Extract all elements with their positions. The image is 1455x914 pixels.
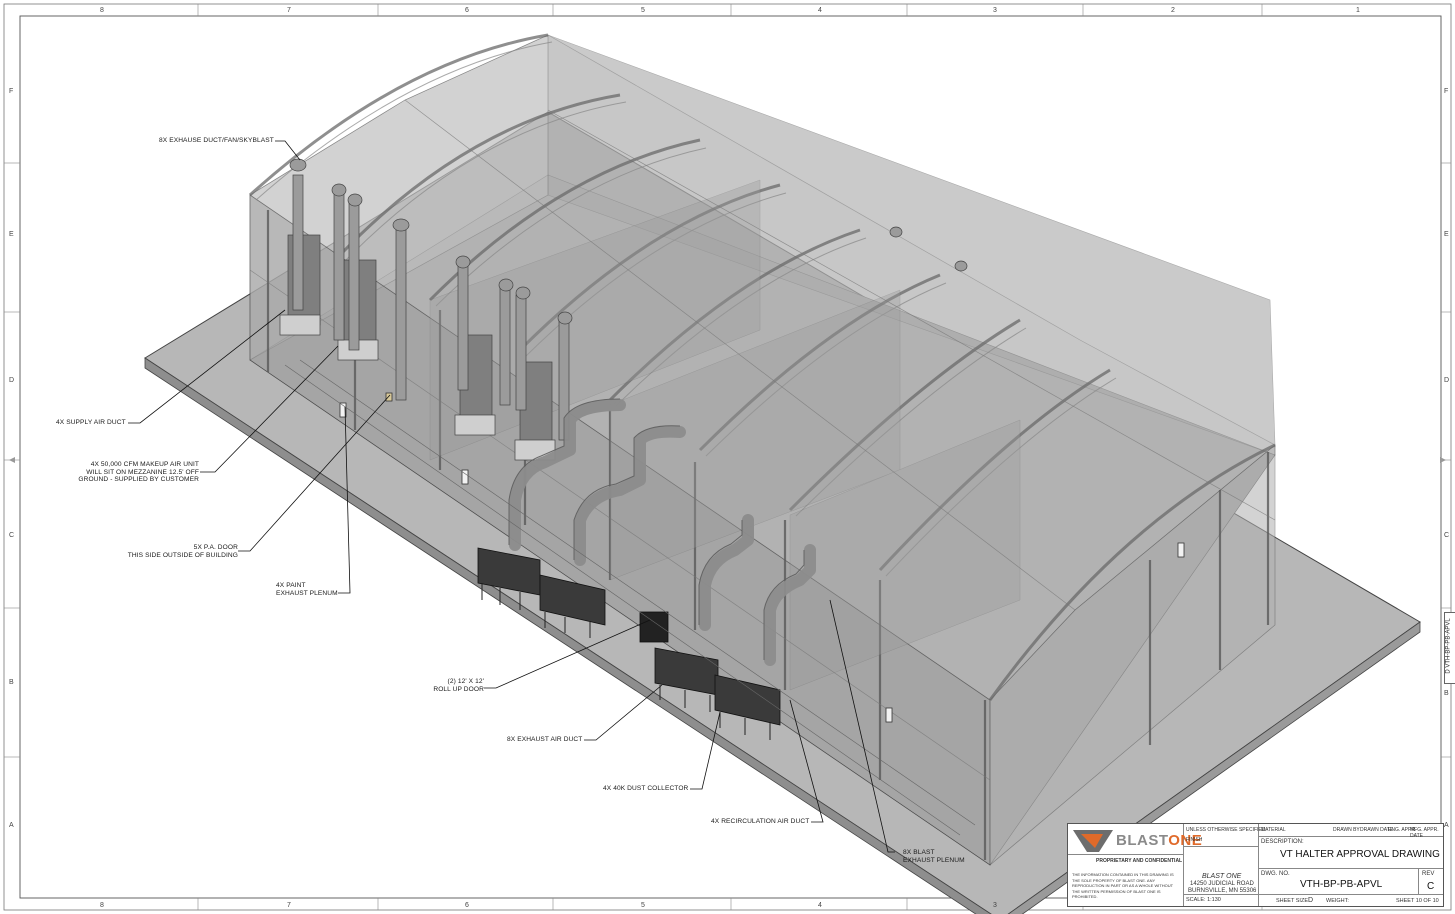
blastone-logo-icon [1073,830,1113,852]
zone-label-top-4: 4 [818,7,822,14]
company-address-1: 14250 JUDICIAL ROAD [1190,881,1254,887]
scale-label: SCALE: 1:130 [1186,897,1221,903]
zone-label-top-6: 6 [465,7,469,14]
zone-label-left-f: F [9,88,14,95]
zone-label-top-7: 7 [287,7,291,14]
sheet-number: SHEET 10 OF 10 [1396,898,1439,904]
finish-label: FINISH [1186,837,1203,843]
zone-label-right-d: D [1444,377,1450,384]
callout-pa-door: 5X P.A. DOOR THIS SIDE OUTSIDE OF BUILDI… [127,544,238,559]
zone-label-right-e: E [1444,231,1449,238]
zone-label-bottom-3: 3 [993,902,997,909]
company-address-2: BURNSVILLE, MN 55306 [1188,888,1257,894]
sheet-size-value: D [1308,897,1314,904]
material-label: MATERIAL [1261,827,1286,833]
dwg-no-label: DWG. NO. [1261,871,1290,877]
zone-label-left-e: E [9,231,14,238]
callout-supply-air-duct: 4X SUPPLY AIR DUCT [56,419,126,426]
callout-blast-exhaust-plenum: 8X BLAST EXHAUST PLENUM [903,849,965,864]
zone-label-right-f: F [1444,88,1449,95]
description-label: DESCRIPTION: [1261,839,1304,845]
zone-label-bottom-4: 4 [818,902,822,909]
callout-dust-collector: 4X 40K DUST COLLECTOR [603,785,689,792]
zone-label-bottom-8: 8 [100,902,104,909]
zone-label-top-8: 8 [100,7,104,14]
drawn-by-label: DRAWN BY [1333,827,1360,833]
revision-letter: C [1427,881,1435,892]
tolerances-label: UNLESS OTHERWISE SPECIFIED: [1186,827,1267,833]
callout-roll-up-door: (2) 12' X 12' ROLL UP DOOR [433,678,484,693]
drawing-description: VT HALTER APPROVAL DRAWING [1280,849,1440,860]
zone-label-bottom-5: 5 [641,902,645,909]
drawn-date-label: DRAWN DATE [1360,827,1394,833]
confidentiality-notice: THE INFORMATION CONTAINED IN THIS DRAWIN… [1072,872,1174,899]
zone-label-top-3: 3 [993,7,997,14]
side-revision-tab: D VTH-BP-PB-APVL [1444,612,1455,684]
zone-label-top-5: 5 [641,7,645,14]
zone-label-left-a: A [9,822,14,829]
drawing-number: VTH-BP-PB-APVL [1300,879,1383,890]
callout-paint-exhaust-plenum: 4X PAINT EXHAUST PLENUM [276,582,338,597]
zone-label-left-c: C [9,532,15,539]
callout-makeup-air-unit: 4X 50,000 CFM MAKEUP AIR UNIT WILL SIT O… [78,461,199,484]
mfg-appr-label: MFG. APPR. DATE [1410,827,1439,839]
proprietary-label: PROPRIETARY AND CONFIDENTIAL [1096,858,1183,864]
sheet-size-label: SHEET SIZE [1276,898,1308,904]
zone-label-right-a: A [1444,822,1449,829]
zone-label-top-2: 2 [1171,7,1175,14]
callout-exhaust-air-duct: 8X EXHAUST AIR DUCT [507,736,583,743]
callout-exhaust-fan: 8X EXHAUSE DUCT/FAN/SKYBLAST [159,137,274,144]
eng-appr-label: ENG. APPR. [1388,827,1417,833]
title-block: BLASTONE PROPRIETARY AND CONFIDENTIAL TH… [1067,823,1444,907]
zone-label-bottom-6: 6 [465,902,469,909]
company-name: BLAST ONE [1202,873,1242,880]
zone-label-left-b: B [9,679,14,686]
zone-label-left-d: D [9,377,15,384]
weight-label: WEIGHT: [1326,898,1349,904]
rev-label: REV [1422,871,1435,877]
zone-label-top-1: 1 [1356,7,1360,14]
side-tab-text: D VTH-BP-PB-APVL [1445,618,1452,674]
zone-label-bottom-7: 7 [287,902,291,909]
zone-label-right-b: B [1444,690,1449,697]
callout-recirculation-duct: 4X RECIRCULATION AIR DUCT [711,818,810,825]
zone-label-right-c: C [1444,532,1450,539]
blastone-logo-text: BLASTONE [1116,832,1203,849]
